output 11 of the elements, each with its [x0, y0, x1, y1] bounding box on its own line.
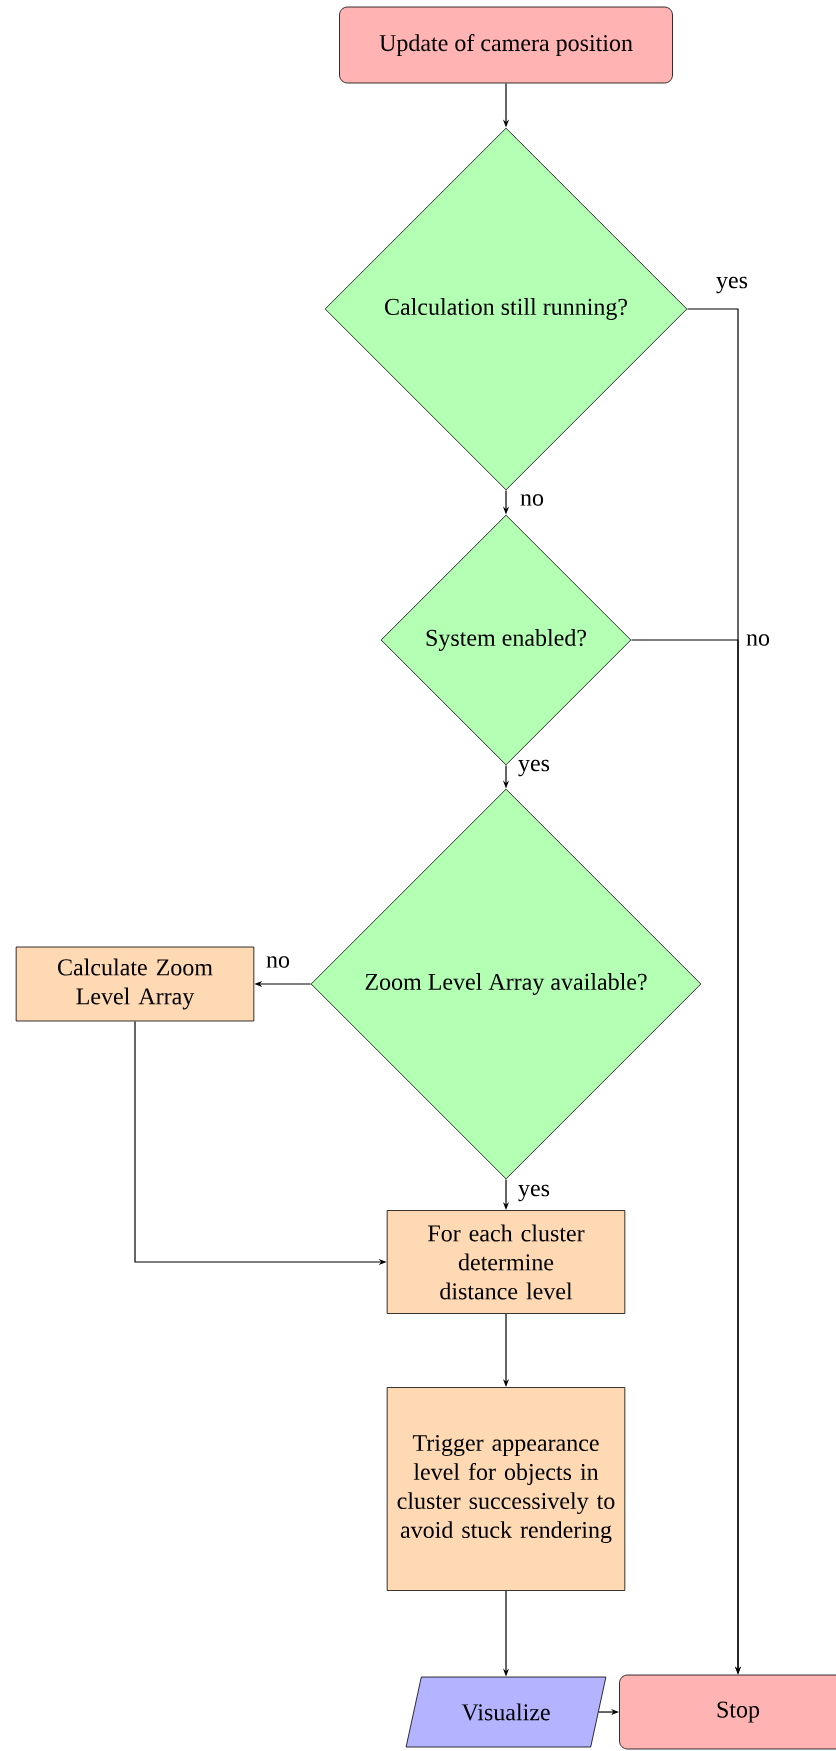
process-box: Calculate Zoom Level Array [15, 946, 255, 1022]
terminal-box: Stop [619, 1674, 836, 1750]
io-parallelogram: Visualize [405, 1676, 607, 1748]
edge-label: no [519, 493, 545, 507]
terminal-box: Update of camera position [339, 6, 673, 84]
process-box: For each cluster determine distance level [386, 1210, 626, 1314]
edge-label: no [265, 955, 291, 969]
edge-label: no [745, 633, 771, 647]
process-box: Trigger appearance level for objects in cluster successively to avoid stuck rendering [386, 1387, 626, 1591]
edge-label: yes [715, 275, 749, 295]
edge-label: yes [517, 1183, 551, 1203]
